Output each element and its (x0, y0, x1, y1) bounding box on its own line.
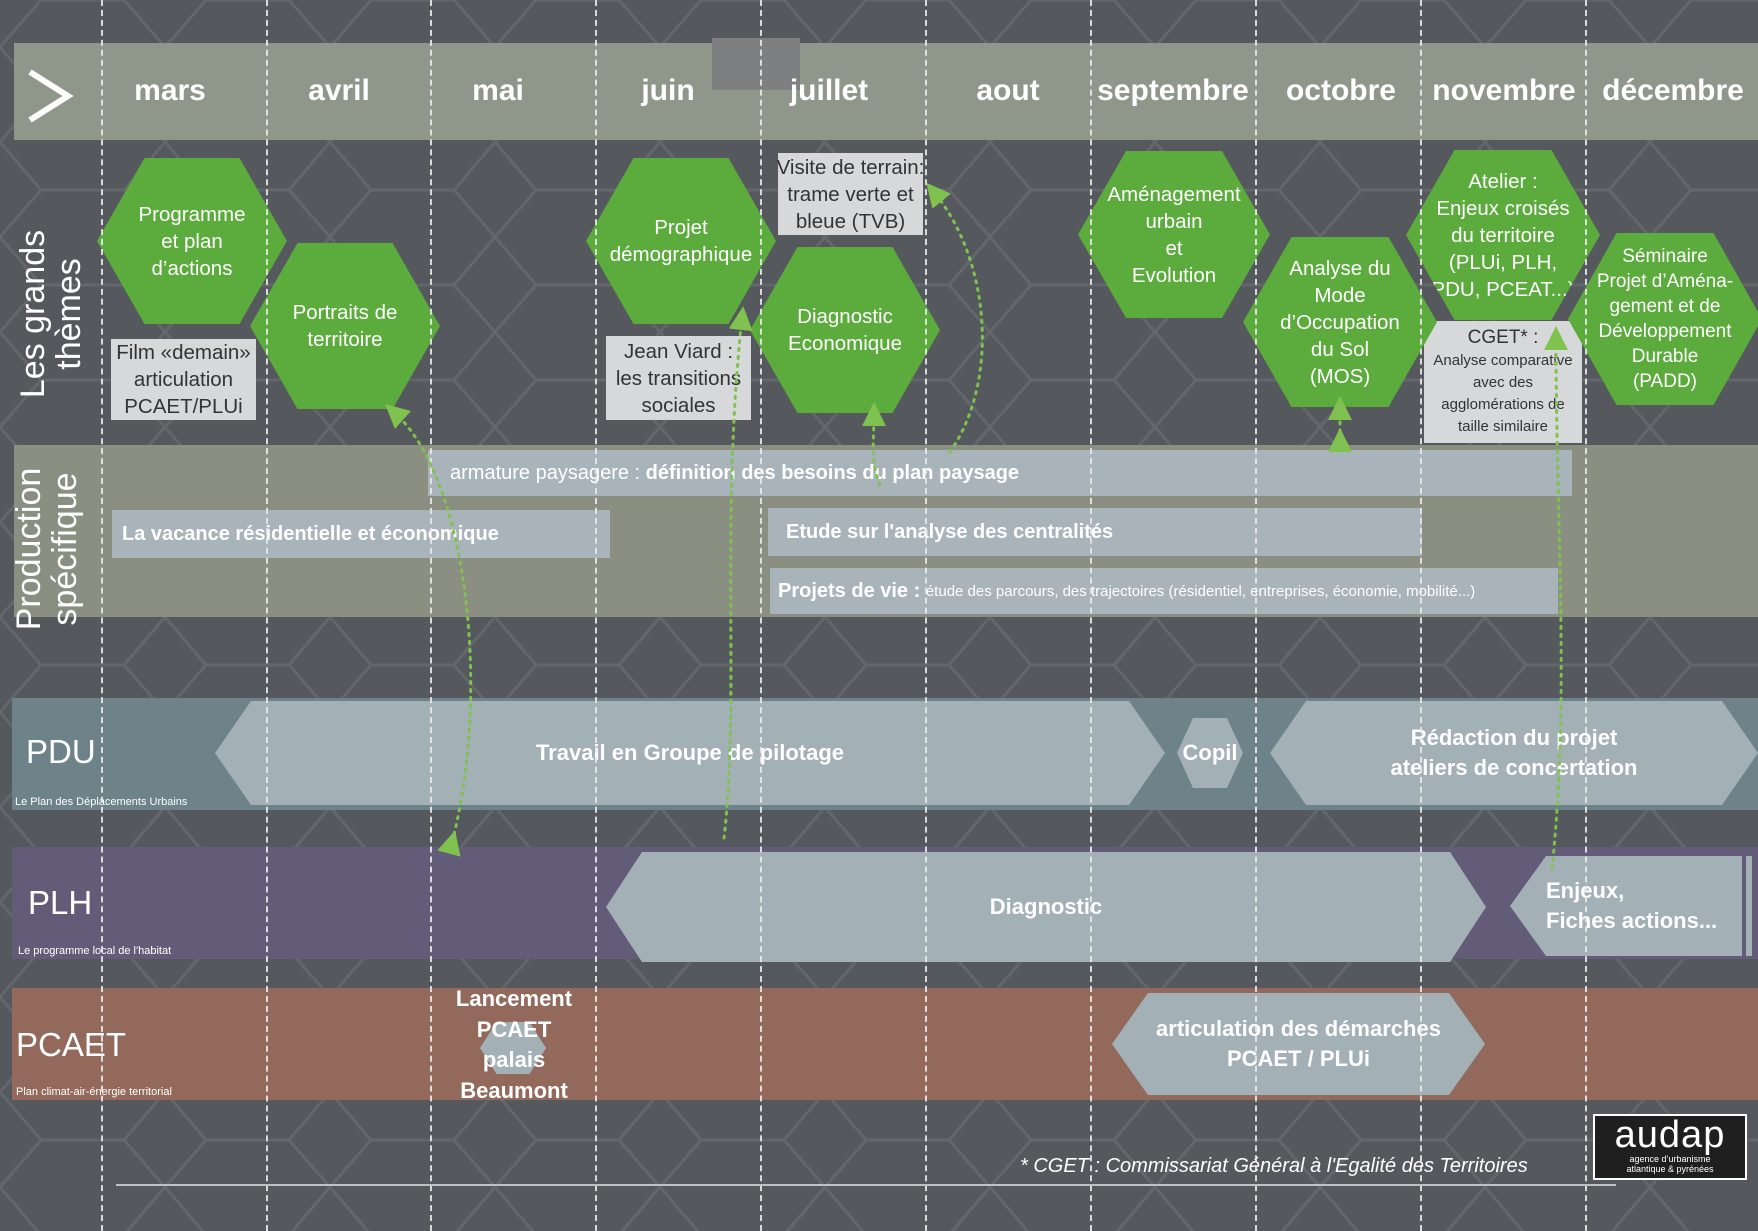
month-octobre: octobre (1285, 74, 1396, 107)
divider-4 (595, 0, 597, 1231)
hex-diagnostic-economique: Diagnostic Economique (750, 247, 940, 413)
month-juin: juin (641, 74, 695, 107)
note-film-demain: Film «demain» articulation PCAET/PLUi (111, 339, 256, 420)
divider-8 (1255, 0, 1257, 1231)
arrow-visite (926, 182, 984, 454)
month-mars: mars (134, 74, 206, 107)
header-tab (712, 38, 800, 90)
divider-6 (925, 0, 927, 1231)
pdu-travail-groupe: Travail en Groupe de pilotage (215, 701, 1165, 805)
pcaet-articulation: articulation des démarches PCAET / PLUi (1112, 993, 1485, 1095)
divider-2 (266, 0, 268, 1231)
divider-10 (1585, 0, 1587, 1231)
arrow-portraits-to-plh (385, 403, 473, 857)
arrow-eco-production (861, 402, 886, 487)
pdu-redaction: Rédaction du projet ateliers de concerta… (1270, 701, 1758, 805)
bar-centralites: Etude sur l'analyse des centralités (768, 508, 1422, 556)
divider-5 (760, 0, 762, 1231)
footnote-cget: * CGET : Commissariat Général à l'Egalit… (1020, 1155, 1528, 1177)
plh-end-marker (1746, 856, 1752, 956)
month-juillet: juillet (789, 74, 869, 107)
month-novembre: novembre (1432, 74, 1576, 107)
plh-diagnostic: Diagnostic (606, 852, 1486, 962)
plh-enjeux: Enjeux, Fiches actions... (1510, 856, 1742, 956)
hex-atelier-enjeux: Atelier : Enjeux croisés du territoire (… (1406, 150, 1600, 320)
audap-logo: audap agence d’urbanisme atlantique & py… (1593, 1114, 1747, 1180)
divider-7 (1090, 0, 1092, 1231)
note-visite-terrain: Visite de terrain: trame verte et bleue … (777, 153, 924, 235)
pcaet-subtitle: Plan climat-air-énergie territorial (16, 1086, 172, 1098)
chevron-icon (24, 68, 76, 129)
hex-projet-demographique: Projet démographique (586, 158, 776, 324)
arrow-diagnostic-to-plh (722, 306, 753, 840)
hex-programme-plan-actions: Programme et plan d’actions (97, 158, 287, 324)
footer-line (116, 1184, 1616, 1186)
plh-subtitle: Le programme local de l'habitat (18, 945, 172, 957)
month-avril: avril (308, 74, 370, 107)
pdu-copil: Copil (1177, 718, 1243, 788)
bar-projets-de-vie: Projets de vie : étude des parcours, des… (770, 568, 1558, 614)
pdu-title: PDU (26, 733, 96, 770)
pcaet-lancement: Lancement PCAET palais Beaumont (455, 986, 573, 1103)
pcaet-title: PCAET (16, 1026, 127, 1063)
month-mai: mai (472, 74, 524, 107)
month-aout: aout (976, 74, 1040, 107)
arrow-atelier-to-plh (1544, 326, 1569, 870)
note-jean-viard: Jean Viard : les transitions sociales (606, 336, 751, 420)
plh-title: PLH (28, 884, 93, 921)
month-header-band (14, 43, 1758, 140)
month-decembre: décembre (1602, 74, 1744, 107)
month-septembre: septembre (1097, 74, 1249, 107)
divider-9 (1420, 0, 1422, 1231)
hex-analyse-mos: Analyse du Mode d’Occupation du Sol (MOS… (1243, 237, 1437, 407)
divider-1 (101, 0, 103, 1231)
